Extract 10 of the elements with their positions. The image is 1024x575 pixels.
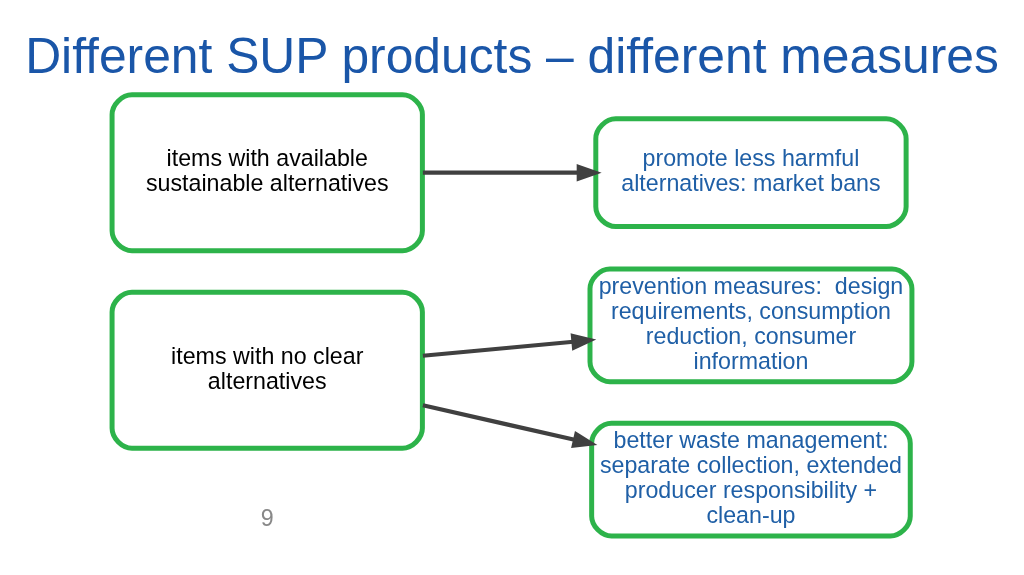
arrow (422, 163, 602, 181)
node-box: prevention measures: design requirements, consumption reduction, consumer information (587, 265, 915, 384)
node-box: promote less harmful alternatives: market bans (593, 115, 909, 229)
node-box: better waste management: separate collection, extended producer responsibility + clean-up (589, 420, 913, 539)
node-box: items with no clear alternatives (109, 289, 425, 451)
arrow (422, 402, 598, 448)
diagram-title: Different SUP products – different measures (25, 27, 999, 84)
arrow (422, 332, 597, 358)
node-box: items with available sustainable alternatives (109, 91, 425, 253)
label: 9 (260, 504, 274, 531)
